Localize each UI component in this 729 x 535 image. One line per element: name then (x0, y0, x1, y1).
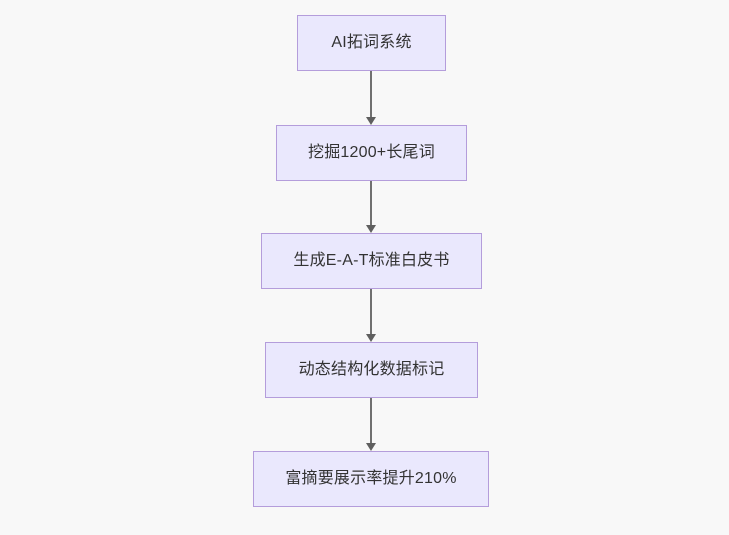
flow-node-longtail-keywords[interactable]: 挖掘1200+长尾词 (276, 125, 467, 181)
connector-line (370, 181, 372, 225)
arrowhead-icon (366, 225, 376, 233)
flow-node-structured-data[interactable]: 动态结构化数据标记 (265, 342, 478, 398)
flow-node-eat-whitepaper[interactable]: 生成E-A-T标准白皮书 (261, 233, 482, 289)
flow-node-ai-keyword-system[interactable]: AI拓词系统 (297, 15, 446, 71)
arrowhead-icon (366, 443, 376, 451)
flow-node-rich-snippet-result[interactable]: 富摘要展示率提升210% (253, 451, 489, 507)
connector-line (370, 71, 372, 117)
flow-connector-3 (359, 289, 383, 342)
connector-line (370, 398, 372, 443)
connector-line (370, 289, 372, 334)
arrowhead-icon (366, 117, 376, 125)
flow-connector-1 (359, 71, 383, 125)
flow-connector-2 (359, 181, 383, 233)
arrowhead-icon (366, 334, 376, 342)
flow-connector-4 (359, 398, 383, 451)
